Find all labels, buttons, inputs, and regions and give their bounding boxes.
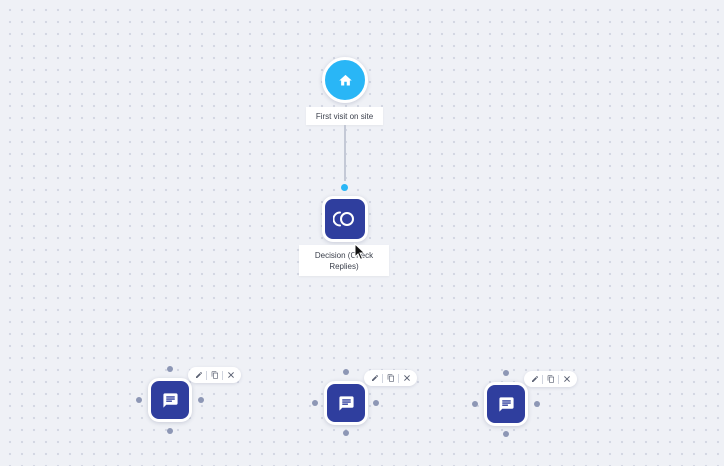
port-top[interactable] (167, 366, 173, 372)
chat-message-icon (338, 395, 354, 411)
edit-button[interactable] (528, 371, 541, 387)
duplicate-button[interactable] (384, 370, 397, 386)
start-node-label: First visit on site (306, 107, 383, 125)
edit-icon (531, 375, 538, 382)
delete-button[interactable] (560, 371, 573, 387)
chat-message-icon (162, 392, 178, 408)
edit-icon (371, 374, 378, 381)
duplicate-button[interactable] (208, 367, 221, 383)
node-toolbar (188, 367, 241, 383)
toolbar-divider (542, 374, 543, 384)
edit-button[interactable] (192, 367, 205, 383)
port-left[interactable] (472, 401, 478, 407)
toolbar-divider (398, 373, 399, 383)
duplicate-icon (211, 371, 218, 379)
connector-line (344, 125, 346, 181)
message-node[interactable] (324, 381, 368, 425)
node-toolbar (364, 370, 417, 386)
chat-message-icon (498, 396, 514, 412)
delete-button[interactable] (400, 370, 413, 386)
toolbar-divider (558, 374, 559, 384)
port-bottom[interactable] (167, 428, 173, 434)
start-node[interactable] (322, 57, 368, 103)
duplicate-button[interactable] (544, 371, 557, 387)
port-left[interactable] (136, 397, 142, 403)
duplicate-icon (387, 374, 394, 382)
decision-icon (333, 211, 354, 227)
port-left[interactable] (312, 400, 318, 406)
delete-button[interactable] (224, 367, 237, 383)
mouse-pointer-icon (354, 243, 366, 261)
message-node[interactable] (148, 378, 192, 422)
port-right[interactable] (373, 400, 379, 406)
toolbar-divider (222, 370, 223, 380)
toolbar-divider (206, 370, 207, 380)
port-bottom[interactable] (343, 430, 349, 436)
port-right[interactable] (198, 397, 204, 403)
port-top[interactable] (343, 369, 349, 375)
home-icon (338, 74, 352, 85)
edit-icon (195, 371, 202, 378)
delete-icon (563, 376, 570, 382)
port-right[interactable] (534, 401, 540, 407)
decision-node[interactable] (322, 196, 368, 242)
decision-node-label: Decision (Check Replies) (299, 245, 389, 276)
toolbar-divider (382, 373, 383, 383)
delete-icon (403, 375, 410, 381)
port-top[interactable] (503, 370, 509, 376)
duplicate-icon (547, 375, 554, 383)
edit-button[interactable] (368, 370, 381, 386)
connector-handle[interactable] (341, 184, 348, 191)
node-toolbar (524, 371, 577, 387)
port-bottom[interactable] (503, 431, 509, 437)
delete-icon (227, 372, 234, 378)
message-node[interactable] (484, 382, 528, 426)
